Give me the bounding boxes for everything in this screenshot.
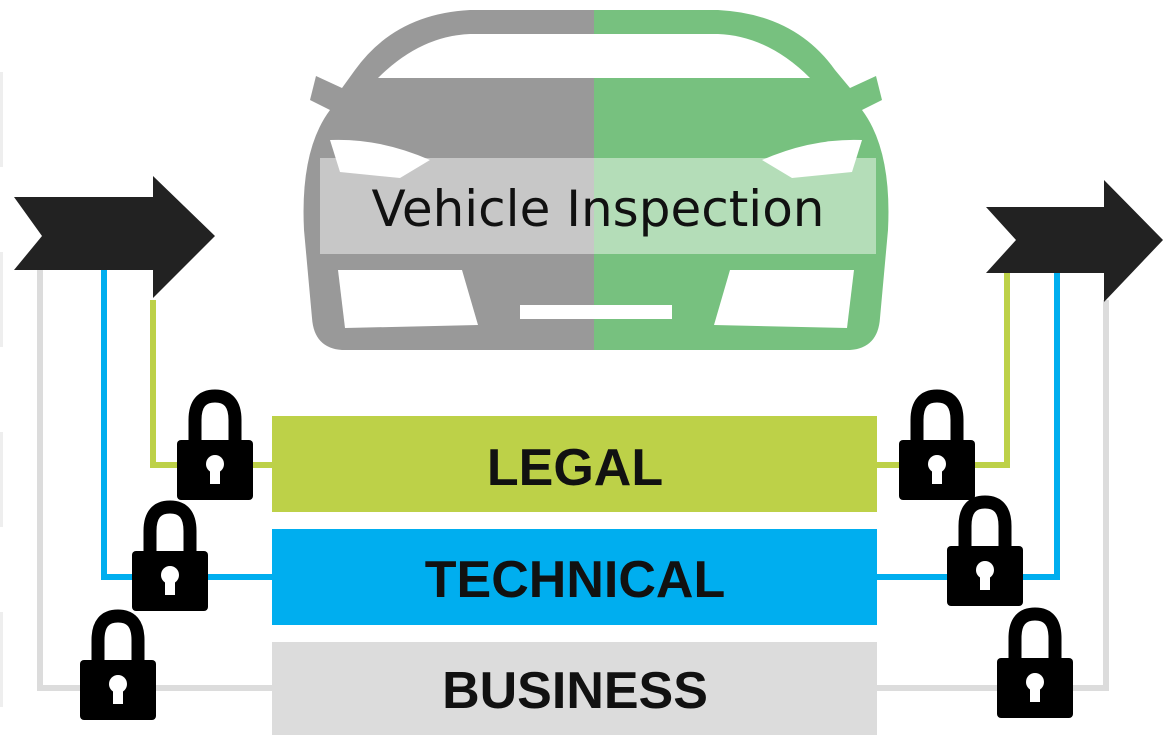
padlock-icon: [947, 502, 1023, 606]
edge-mark: [0, 252, 3, 347]
connector-technical-right: [875, 272, 1060, 580]
exit-arrow-icon: [986, 180, 1163, 302]
padlock-icon: [80, 616, 156, 720]
connector-business-left: [37, 270, 275, 691]
connector-technical-left: [101, 270, 275, 580]
padlock-icon: [997, 614, 1073, 718]
padlock-icon: [132, 507, 208, 611]
layer-label-business: BUSINESS: [442, 662, 708, 720]
layer-label-legal: LEGAL: [487, 439, 663, 497]
fog-light-left: [338, 270, 478, 328]
layer-label-technical: TECHNICAL: [425, 551, 725, 609]
padlock-icon: [177, 396, 253, 500]
diagram-title: Vehicle Inspection: [372, 180, 825, 238]
edge-mark: [0, 432, 3, 527]
headlight-right: [762, 139, 862, 178]
connector-legal-right: [875, 272, 1010, 468]
layer-bar-legal: [272, 416, 877, 512]
layer-bar-business: [272, 642, 877, 735]
windshield: [378, 34, 810, 78]
title-band: [320, 158, 876, 254]
car-icon: [303, 10, 889, 350]
edge-mark: [0, 72, 3, 167]
entry-arrow-icon: [14, 176, 215, 298]
headlight-left: [330, 139, 430, 178]
padlock-icon: [899, 396, 975, 500]
edge-mark: [0, 612, 3, 707]
grille-bar: [520, 305, 672, 319]
fog-light-right: [714, 270, 854, 328]
connector-business-right: [875, 300, 1109, 691]
layer-bar-technical: [272, 529, 877, 625]
